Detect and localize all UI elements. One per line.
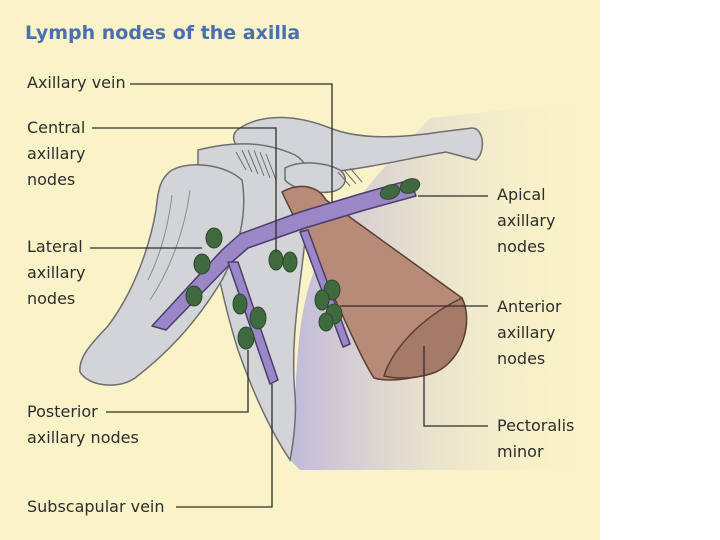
- label-central-axillary-nodes: Central axillary nodes: [27, 118, 86, 189]
- lymph-node: [185, 285, 203, 307]
- lymph-node: [314, 289, 330, 311]
- humerus-shaft-line: [147, 194, 173, 281]
- leader-subscapular-vein: [176, 384, 273, 508]
- lymph-node: [282, 251, 298, 273]
- label-anterior-axillary-nodes: Anterior axillary nodes: [497, 297, 562, 368]
- lymph-node: [318, 312, 334, 332]
- label-posterior-axillary-nodes: Posterior axillary nodes: [27, 402, 139, 447]
- lymph-node: [379, 184, 401, 200]
- axilla-illustration: [79, 83, 600, 508]
- label-axillary-vein: Axillary vein: [27, 73, 126, 92]
- leader-axillary-vein: [130, 83, 333, 202]
- label-subscapular-vein: Subscapular vein: [27, 497, 165, 516]
- lymph-node: [399, 178, 421, 194]
- lymph-node: [205, 227, 223, 249]
- ligament-hatching: [235, 149, 363, 187]
- lymph-node: [232, 293, 248, 315]
- diagram-title: Lymph nodes of the axilla: [25, 22, 301, 44]
- leader-central-nodes: [92, 127, 277, 252]
- leader-posterior-nodes: [106, 350, 249, 413]
- pectoralis-minor-cut-end: [383, 297, 468, 379]
- humerus-shaft-line: [149, 189, 191, 301]
- humerus: [79, 164, 245, 386]
- label-pectoralis-minor: Pectoralis minor: [497, 416, 575, 461]
- leader-pectoralis-minor: [423, 346, 488, 427]
- diagram-panel: Lymph nodes of the axilla Axillary vein …: [0, 0, 600, 540]
- label-apical-axillary-nodes: Apical axillary nodes: [497, 185, 556, 256]
- lymph-node: [193, 253, 211, 275]
- label-lateral-axillary-nodes: Lateral axillary nodes: [27, 237, 86, 308]
- lymph-node: [237, 326, 255, 350]
- lymph-node: [268, 249, 284, 271]
- lymph-node: [249, 306, 267, 330]
